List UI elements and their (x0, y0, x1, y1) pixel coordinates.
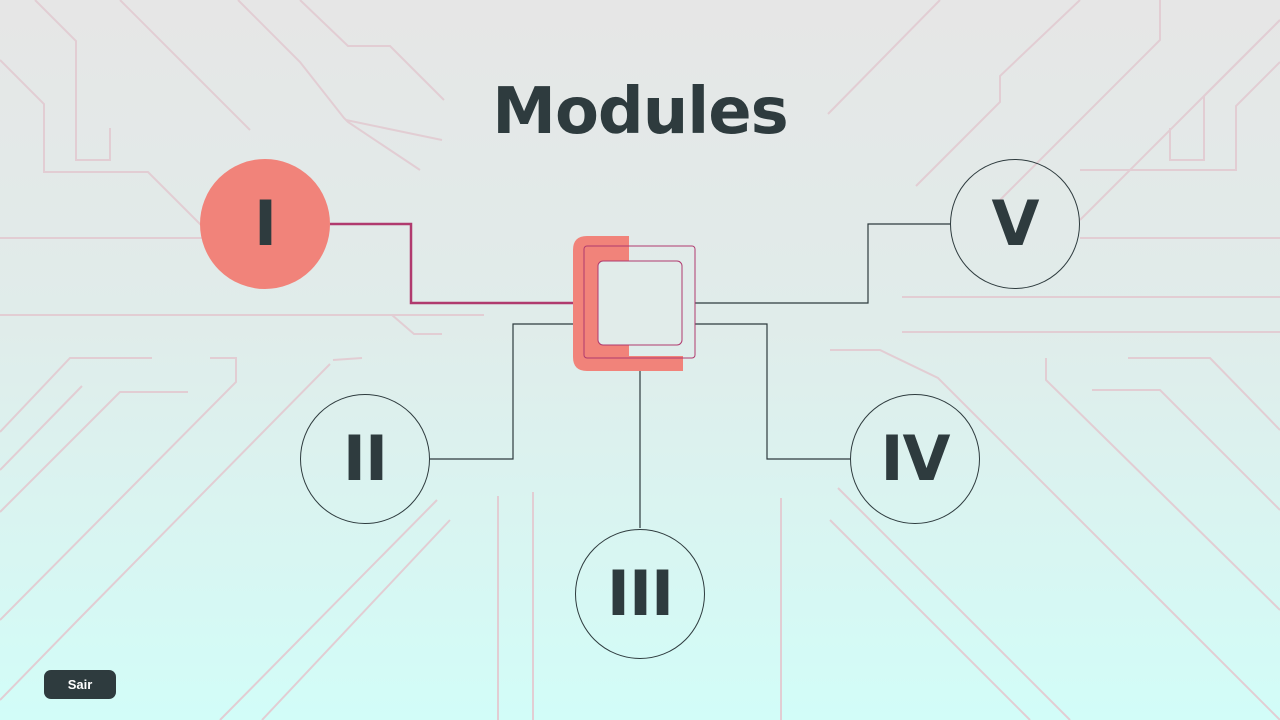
page-title: Modules (492, 75, 788, 149)
module-i-label: I (253, 187, 277, 260)
module-iv-button[interactable]: IV (850, 394, 980, 524)
exit-button[interactable]: Sair (44, 670, 116, 699)
module-i-button[interactable]: I (200, 159, 330, 289)
module-iv-label: IV (880, 422, 950, 495)
module-iii-label: III (606, 557, 674, 630)
module-v-button[interactable]: V (950, 159, 1080, 289)
central-hub-icon (573, 236, 696, 371)
module-ii-button[interactable]: II (300, 394, 430, 524)
module-iii-button[interactable]: III (575, 529, 705, 659)
module-v-label: V (991, 187, 1040, 260)
module-ii-label: II (342, 422, 388, 495)
